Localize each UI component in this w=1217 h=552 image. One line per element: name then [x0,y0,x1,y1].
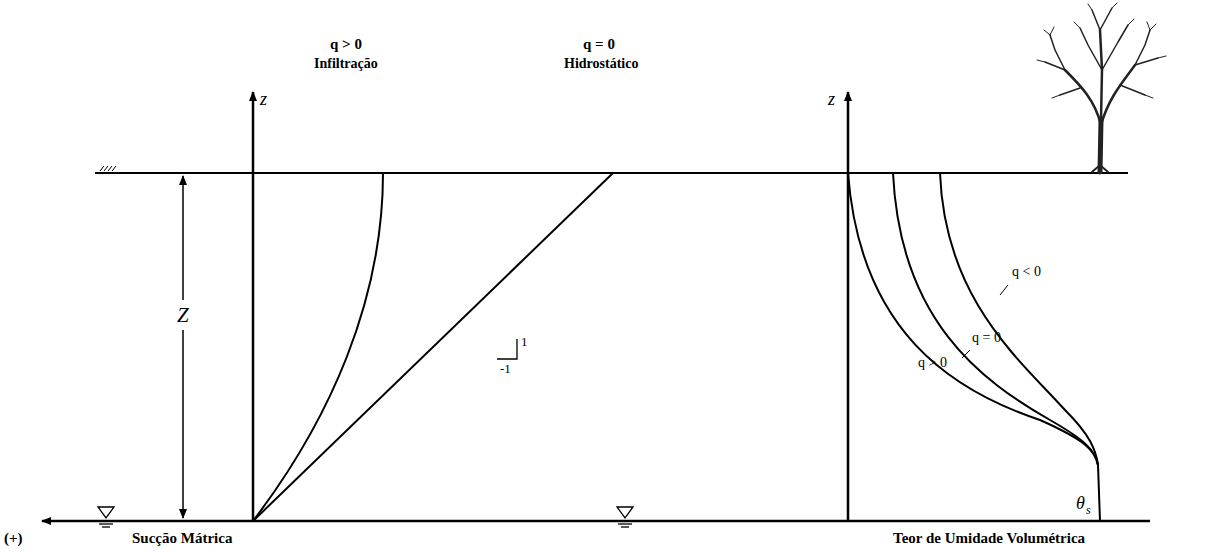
curve-label: q = 0 [972,330,1001,345]
sign-label: (+) [4,530,23,547]
curve-label: q < 0 [1012,264,1041,279]
axis-title: Teor de Umidade Volumétrica [893,530,1085,547]
dimension-label: Z [175,303,191,328]
axis-label: z [828,90,835,110]
symbol-label: s [1086,504,1091,517]
slope-label: 1 [521,335,528,349]
symbol-label: θ [1076,494,1085,514]
curve-title: Infiltração [314,56,378,71]
axis-label: z [260,90,267,110]
curve-title: q > 0 [330,36,362,53]
curve-label: q > 0 [918,355,947,370]
axis-title: Sucção Mátrica [132,530,232,547]
curve-title: Hidrostático [564,56,638,71]
curve-title: q = 0 [583,36,615,53]
slope-label: -1 [500,362,511,376]
